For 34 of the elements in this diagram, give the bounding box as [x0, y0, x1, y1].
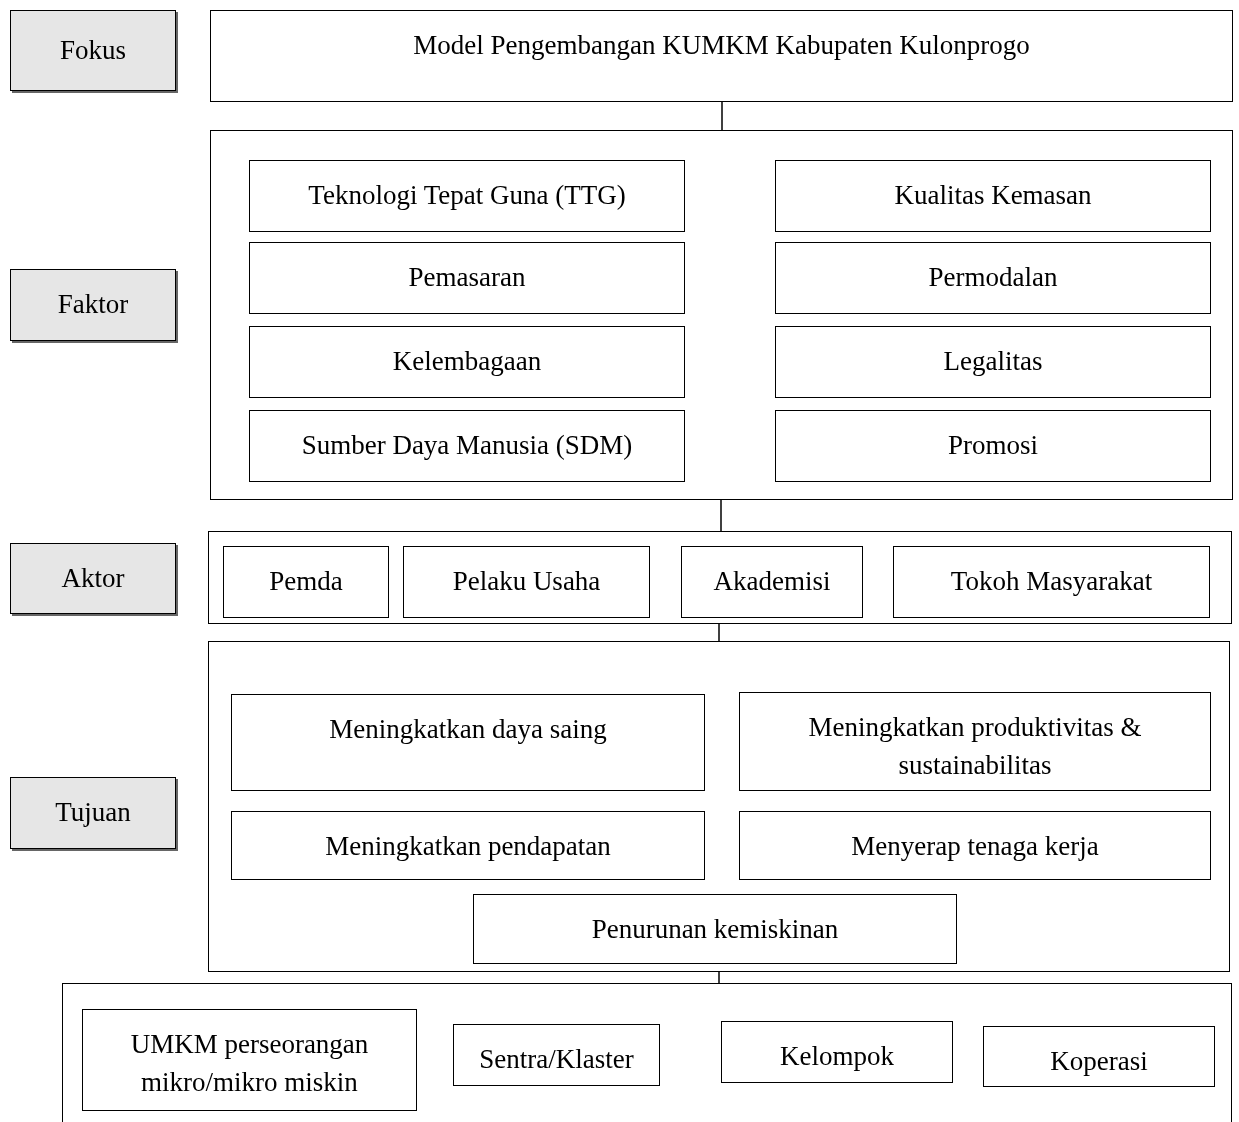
text-box: Meningkatkan daya saing: [231, 694, 705, 791]
text-box: Pemasaran: [249, 242, 685, 314]
text-box: Legalitas: [775, 326, 1211, 398]
text-box: Kelompok: [721, 1021, 953, 1083]
text-box: Penurunan kemiskinan: [473, 894, 957, 964]
group-panel: [208, 641, 1230, 972]
text-box: Kelembagaan: [249, 326, 685, 398]
level-label-box: Aktor: [10, 543, 176, 614]
text-box: Pelaku Usaha: [403, 546, 650, 618]
connector-line: [720, 499, 722, 532]
text-box: Permodalan: [775, 242, 1211, 314]
level-label-box: Faktor: [10, 269, 176, 341]
connector-line: [718, 623, 720, 642]
connector-line: [721, 101, 723, 131]
focus-box: Model Pengembangan KUMKM Kabupaten Kulonprogo: [210, 10, 1233, 102]
level-label-box: Fokus: [10, 10, 176, 91]
text-box: Teknologi Tepat Guna (TTG): [249, 160, 685, 232]
group-panel: [208, 531, 1232, 624]
text-box: Sumber Daya Manusia (SDM): [249, 410, 685, 482]
connector-line: [718, 971, 720, 984]
text-box: UMKM perseorangan mikro/mikro miskin: [82, 1009, 417, 1111]
text-box: Promosi: [775, 410, 1211, 482]
text-box: Menyerap tenaga kerja: [739, 811, 1211, 880]
text-box: Tokoh Masyarakat: [893, 546, 1210, 618]
text-box: Meningkatkan pendapatan: [231, 811, 705, 880]
text-box: Kualitas Kemasan: [775, 160, 1211, 232]
text-box: Meningkatkan produktivitas & sustainabilitas: [739, 692, 1211, 791]
group-panel: [210, 130, 1233, 500]
text-box: Sentra/Klaster: [453, 1024, 660, 1086]
text-box: Pemda: [223, 546, 389, 618]
text-box: Koperasi: [983, 1026, 1215, 1087]
text-box: Akademisi: [681, 546, 863, 618]
group-panel: [62, 983, 1232, 1122]
level-label-box: Tujuan: [10, 777, 176, 849]
